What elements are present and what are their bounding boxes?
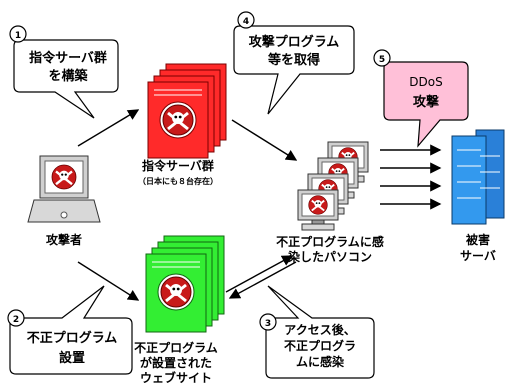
website-label-line: が設置された <box>140 355 212 370</box>
step-number-badge <box>259 313 277 331</box>
callout-text-line: 等を取得 <box>267 52 320 68</box>
step-number-badge <box>7 309 25 327</box>
callout-text-line: を構築 <box>48 68 88 84</box>
command-servers-note: （日本にも８台存在） <box>138 176 218 186</box>
callout-text-line: DDoS <box>409 75 442 89</box>
command-server-group-icon <box>147 63 227 159</box>
step-number: 2 <box>13 315 19 325</box>
step-number-badge <box>373 49 391 67</box>
callout-access-infection: 3 アクセス後、 不正プログラ ムに感染 <box>259 285 375 379</box>
step-number: 1 <box>15 31 21 41</box>
step-number: 4 <box>243 17 249 27</box>
malicious-website-server-icon <box>145 235 225 333</box>
arrow-pcs-to-website <box>228 261 297 299</box>
callout-text-line: アクセス後、 <box>284 322 355 337</box>
infected-pcs-label-line: 不正プログラムに感 <box>276 234 384 249</box>
callout-build-command-servers: 1 指令サーバ群 を構築 <box>9 25 119 119</box>
command-servers-label: 指令サーバ群 <box>142 158 214 173</box>
infected-pcs-label-line: 染したパソコン <box>287 249 372 264</box>
callout-fetch-attack-program: 4 攻撃プログラム 等を取得 <box>233 11 355 115</box>
callout-text-line: 指令サーバ群 <box>29 50 107 66</box>
arrow-attacker-to-command <box>77 109 140 147</box>
website-label-line: ウェブサイト <box>140 370 212 385</box>
arrow-website-to-pcs <box>225 255 294 293</box>
callout-text-line: 不正プログラ <box>284 338 356 353</box>
arrow-command-to-pcs <box>231 119 298 161</box>
step-number: 5 <box>379 55 385 65</box>
callout-text-line: ムに感染 <box>296 354 345 369</box>
step-number-badge <box>9 25 27 43</box>
callout-ddos-attack: 5 DDoS 攻撃 <box>373 49 469 148</box>
victim-server-icon <box>451 129 505 225</box>
victim-server-label-line: サーバ <box>460 249 496 263</box>
arrow-attacker-to-website <box>77 261 140 301</box>
step-number: 3 <box>265 319 271 329</box>
step-number-badge <box>237 11 255 29</box>
callout-text-line: 攻撃 <box>413 94 439 110</box>
victim-server-label-line: 被害 <box>466 232 490 247</box>
callout-text-line: 不正プログラム <box>27 330 118 346</box>
infected-pc-group-icon <box>298 142 368 230</box>
flow-arrows <box>77 109 442 301</box>
attacker-laptop-icon <box>27 155 101 223</box>
callout-text-line: 設置 <box>59 350 85 366</box>
callout-install-malware: 2 不正プログラム 設置 <box>7 285 133 375</box>
callout-text-line: 攻撃プログラム <box>249 34 340 50</box>
attacker-label: 攻撃者 <box>46 232 82 247</box>
website-label-line: 不正プログラム <box>134 340 218 355</box>
